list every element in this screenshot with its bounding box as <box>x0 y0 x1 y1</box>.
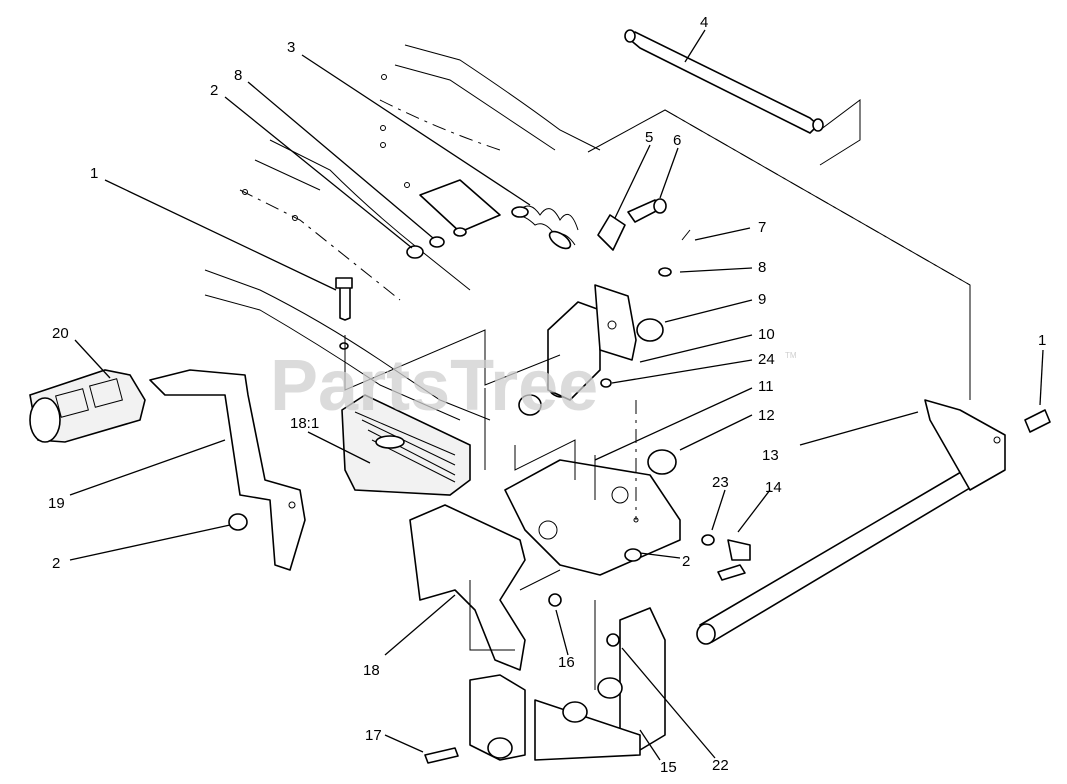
callout-20: 20 <box>52 325 69 342</box>
callout-17: 17 <box>365 727 382 744</box>
callout-1: 1 <box>1038 332 1046 349</box>
part-20-pedal-pad <box>29 369 146 443</box>
callout-6: 6 <box>673 132 681 149</box>
part-18-1-foot-pad <box>341 394 471 496</box>
callout-1: 1 <box>90 165 98 182</box>
callout-14: 14 <box>765 479 782 496</box>
watermark-tm: TM <box>785 351 797 360</box>
callout-5: 5 <box>645 129 653 146</box>
callout-7: 7 <box>758 219 766 236</box>
callout-8: 8 <box>234 67 242 84</box>
callout-2: 2 <box>682 553 690 570</box>
callout-13: 13 <box>762 447 779 464</box>
callout-19: 19 <box>48 495 65 512</box>
part-3-spring <box>511 205 579 250</box>
callout-8: 8 <box>758 259 766 276</box>
callout-2: 2 <box>52 555 60 572</box>
part-11-mount-plate <box>504 459 681 576</box>
callout-18: 18 <box>363 662 380 679</box>
part-13-cross-shaft <box>696 399 1006 645</box>
callout-9: 9 <box>758 291 766 308</box>
callout-11: 11 <box>758 378 774 395</box>
assembly-lines <box>344 329 637 690</box>
callout-labels: 1 2 8 3 4 5 6 7 8 9 10 24 11 12 1 13 23 … <box>48 14 1046 776</box>
fasteners <box>228 277 1051 581</box>
leader-lines <box>69 29 1044 761</box>
callout-16: 16 <box>558 654 575 671</box>
callout-2: 2 <box>210 82 218 99</box>
part-15-lower-bracket <box>534 607 666 761</box>
callout-4: 4 <box>700 14 708 31</box>
callout-22: 22 <box>712 757 729 774</box>
callout-10: 10 <box>758 326 775 343</box>
callout-24: 24 <box>758 351 775 368</box>
watermark: PartsTree <box>270 346 598 426</box>
part-19-pedal-bar <box>149 369 306 571</box>
part-4-rod <box>624 29 824 134</box>
pivot-bracket <box>547 284 637 401</box>
part-18-lever <box>409 504 562 764</box>
callout-12: 12 <box>758 407 775 424</box>
callout-15: 15 <box>660 759 677 776</box>
callout-3: 3 <box>287 39 295 56</box>
callout-18-1: 18:1 <box>290 415 319 432</box>
small-brackets <box>597 198 691 277</box>
clevis-group <box>406 179 501 259</box>
callout-23: 23 <box>712 474 729 491</box>
